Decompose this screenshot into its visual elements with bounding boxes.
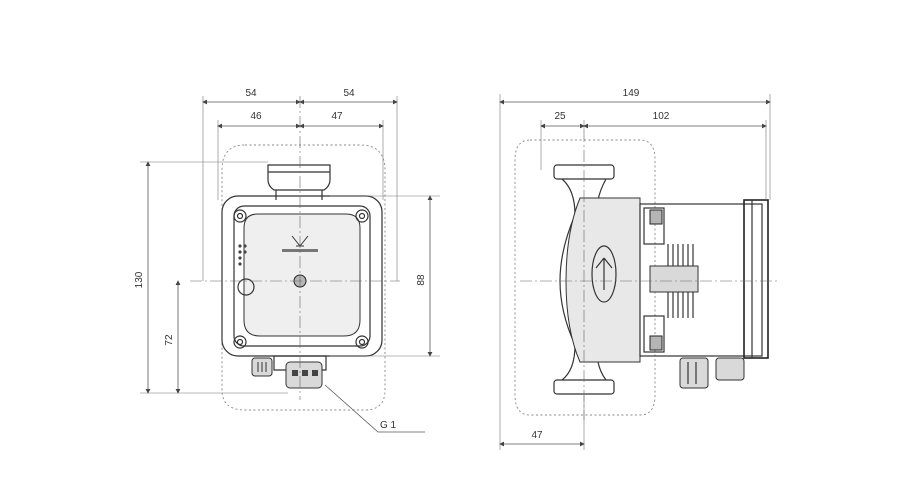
dim-top-left: 54 (245, 88, 257, 99)
side-clearance-envelope (514, 139, 656, 416)
side-stator-housing (639, 203, 763, 357)
dim-total-width: 149 (623, 88, 640, 99)
front-clearance-envelope (221, 144, 386, 411)
dim-inner-right: 47 (331, 111, 343, 122)
dim-right: 102 (653, 111, 670, 122)
front-top-connection (267, 164, 331, 191)
dim-left: 25 (554, 111, 566, 122)
front-push-button (237, 278, 255, 296)
flow-arrow-icon (591, 245, 617, 303)
front-screws (233, 209, 369, 349)
dim-inner-left: 46 (250, 111, 262, 122)
led-indicator-icon (238, 244, 247, 266)
front-electrical-plug (285, 361, 323, 389)
side-view: 149 25 102 47 (499, 88, 780, 450)
front-bottom-connection (273, 355, 327, 371)
side-connector (679, 357, 745, 389)
thread-label: G 1 (380, 420, 397, 431)
side-end-cap (743, 199, 769, 359)
side-motor-front (565, 197, 641, 363)
front-side-connector (251, 357, 273, 377)
dim-height-lower: 72 (164, 334, 175, 346)
dim-bottom: 47 (531, 430, 543, 441)
dim-top-right: 54 (343, 88, 355, 99)
dim-height-right: 88 (416, 274, 427, 286)
front-view: 54 54 46 47 130 72 88 G 1 (134, 88, 440, 433)
dim-height-total: 130 (134, 271, 145, 288)
side-cooling-ribs (649, 244, 699, 318)
